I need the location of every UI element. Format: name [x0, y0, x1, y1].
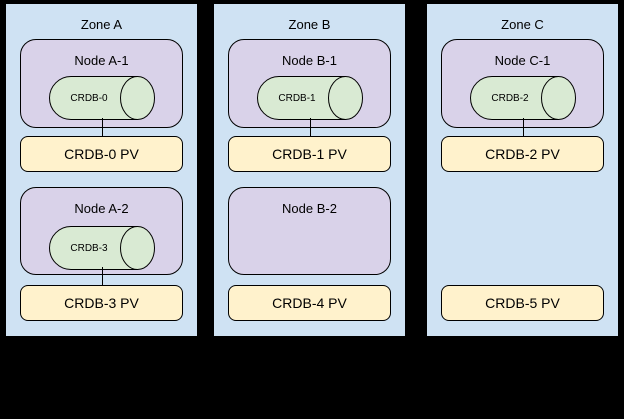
- zone-c-title: Zone C: [501, 17, 544, 32]
- crdb-3-label: CRDB-3: [70, 242, 108, 254]
- node-b2-label: Node B-2: [282, 201, 337, 216]
- crdb-1-label: CRDB-1: [278, 92, 316, 104]
- crdb-5-pv-box: CRDB-5 PV: [441, 285, 604, 321]
- node-b1-box: Node B-1 CRDB-1: [228, 39, 391, 128]
- zone-a-title: Zone A: [80, 17, 123, 32]
- crdb-1-cylinder: CRDB-1: [257, 76, 363, 120]
- connector-node-c1-to-pv: [523, 118, 524, 136]
- connector-node-a2-to-pv: [102, 267, 103, 285]
- crdb-4-pv-box: CRDB-4 PV: [228, 285, 391, 321]
- node-a1-label: Node A-1: [74, 53, 129, 68]
- zone-a: Zone A Node A-1 CRDB-0 CRDB-0 PV Node A-…: [5, 3, 198, 337]
- node-a1-box: Node A-1 CRDB-0: [20, 39, 183, 128]
- node-b2-box: Node B-2: [228, 187, 391, 275]
- crdb-3-cylinder: CRDB-3: [49, 226, 155, 270]
- crdb-0-pv-box: CRDB-0 PV: [20, 136, 183, 172]
- node-a2-box: Node A-2 CRDB-3: [20, 187, 183, 275]
- crdb-0-pv-label: CRDB-0 PV: [64, 146, 139, 162]
- crdb-5-pv-label: CRDB-5 PV: [485, 295, 560, 311]
- node-b1-label: Node B-1: [282, 53, 337, 68]
- database-cylinder-icon: [49, 226, 155, 270]
- crdb-2-pv-box: CRDB-2 PV: [441, 136, 604, 172]
- database-cylinder-icon: [257, 76, 363, 120]
- node-a2-label: Node A-2: [74, 201, 129, 216]
- crdb-0-cylinder: CRDB-0: [49, 76, 155, 120]
- node-c1-label: Node C-1: [494, 53, 551, 68]
- crdb-1-pv-box: CRDB-1 PV: [228, 136, 391, 172]
- connector-node-b1-to-pv: [310, 118, 311, 136]
- crdb-3-pv-box: CRDB-3 PV: [20, 285, 183, 321]
- crdb-2-cylinder: CRDB-2: [470, 76, 576, 120]
- crdb-1-pv-label: CRDB-1 PV: [272, 146, 347, 162]
- crdb-0-label: CRDB-0: [70, 92, 108, 104]
- node-c1-box: Node C-1 CRDB-2: [441, 39, 604, 128]
- zone-c: Zone C Node C-1 CRDB-2 CRDB-2 PV CRDB-5 …: [426, 3, 619, 337]
- crdb-2-pv-label: CRDB-2 PV: [485, 146, 560, 162]
- connector-node-a1-to-pv: [102, 118, 103, 136]
- database-cylinder-icon: [470, 76, 576, 120]
- crdb-2-label: CRDB-2: [491, 92, 529, 104]
- crdb-3-pv-label: CRDB-3 PV: [64, 295, 139, 311]
- crdb-4-pv-label: CRDB-4 PV: [272, 295, 347, 311]
- zone-b-title: Zone B: [288, 17, 331, 32]
- database-cylinder-icon: [49, 76, 155, 120]
- zone-b: Zone B Node B-1 CRDB-1 CRDB-1 PV Node B-…: [213, 3, 406, 337]
